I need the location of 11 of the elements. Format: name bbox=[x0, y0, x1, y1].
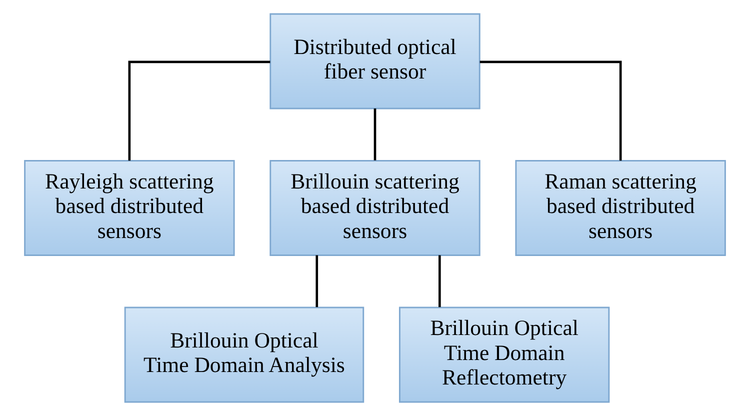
connector bbox=[315, 255, 318, 308]
connector bbox=[373, 108, 376, 160]
node-box: Rayleigh scattering based distributed sensors bbox=[24, 160, 234, 256]
connector bbox=[479, 60, 622, 161]
connector bbox=[438, 255, 440, 308]
node-box: Brillouin Optical Time Domain Analysis bbox=[124, 306, 364, 403]
node-box: Distributed optical fiber sensor bbox=[269, 13, 480, 110]
connector bbox=[128, 60, 270, 161]
node-box: Brillouin Optical Time Domain Reflectometry bbox=[398, 306, 610, 403]
node-box: Raman scattering based distributed sensors bbox=[514, 160, 726, 256]
node-box: Brillouin scattering based distributed sensors bbox=[269, 160, 480, 256]
